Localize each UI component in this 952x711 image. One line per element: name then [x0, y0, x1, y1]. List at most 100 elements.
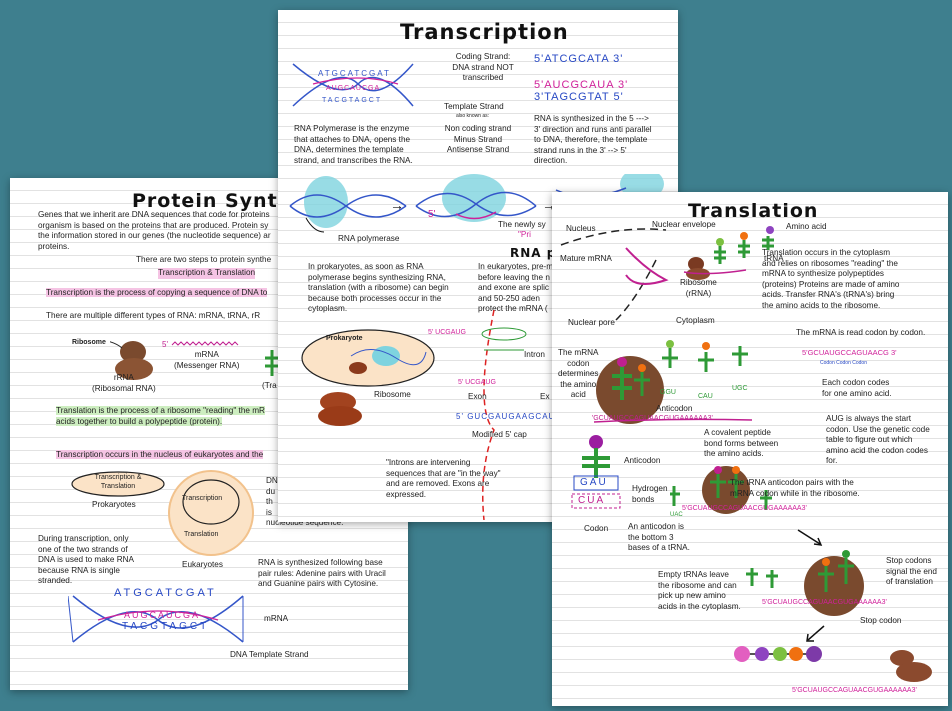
gau-label: GAU	[580, 477, 608, 488]
translation-page: Translation Nucleus Nuclear envelope Ami…	[552, 192, 948, 706]
codon-read-text: The mRNA is read codon by codon.	[796, 328, 926, 337]
newly-synth: The newly sy	[498, 220, 546, 229]
intron-loop	[481, 327, 527, 351]
seq-intron: 5' UCGAUG	[428, 329, 466, 336]
ribosome-drawing	[110, 341, 153, 380]
anticodon-label-2: Anticodon	[624, 456, 661, 465]
intron-label: Intron	[524, 350, 545, 359]
amino-acid-label: Amino acid	[786, 222, 827, 231]
dna-partial: DN du th is nucleotide sequence.	[266, 476, 344, 527]
coding-strand-label: Coding Strand: DNA strand NOT transcribe…	[452, 52, 514, 82]
euk-text-content: In eukaryotes, pre-m before leaving the …	[478, 262, 554, 313]
translation-def-text: Translation is the process of a ribosome…	[56, 406, 265, 426]
svg-text:TACGTAGCT: TACGTAGCT	[322, 97, 382, 104]
stop-text: Stop codons signal the end of translatio…	[886, 556, 937, 586]
cell-overview	[560, 226, 774, 321]
svg-text:5': 5'	[162, 340, 168, 349]
two-steps: There are two steps to protein synthe	[136, 255, 272, 264]
svg-text:ATGCATCGAT: ATGCATCGAT	[318, 69, 391, 78]
codon-labels: Codon Codon Codon	[820, 360, 867, 366]
nucleus-label: Nucleus	[566, 224, 596, 233]
anticodon-def: An anticodon is the bottom 3 bases of a …	[628, 522, 690, 552]
base-pair-text: RNA is synthesized following base pair r…	[258, 558, 386, 588]
coding-seq: 5'ATCGCATA 3'	[534, 53, 624, 65]
ggu-label: GGU	[660, 389, 676, 396]
pairs-text: The tRNA anticodon pairs with the mRNA c…	[730, 478, 860, 498]
circle-translation: Translation	[184, 531, 219, 538]
svg-text:→: →	[390, 197, 404, 213]
exon-label-2: Ex	[540, 392, 550, 401]
cap-label: Modified 5' cap	[472, 430, 527, 439]
dashed-split	[482, 310, 495, 520]
eukaryotes-label: Eukaryotes	[182, 560, 223, 569]
ribosome-translation-3	[746, 550, 864, 616]
trna-closeup	[571, 435, 621, 509]
ribosome-label: Ribosome	[72, 339, 106, 346]
hydrogen-label: Hydrogen bonds	[632, 484, 668, 504]
five-prime: 5'	[428, 209, 436, 220]
occurs-text: Translation occurs in the cytoplasm and …	[762, 248, 900, 310]
newly-synth-2: "Pri	[518, 230, 531, 239]
introns-note: "Introns are intervening sequences that …	[386, 458, 501, 499]
transcription-helix: ATGCATCGAT AUGCAUCGA TACGTAGCT	[292, 63, 414, 107]
circle-transcription: Transcription	[182, 495, 223, 502]
rna-seq: 5'AUCGCAUA 3'	[534, 79, 629, 91]
seq-exon: 5' UCGAUG	[458, 379, 496, 386]
codon-seq: 5'GCUAUGCCAGUAACG 3'	[802, 348, 897, 357]
stop-codon-label: Stop codon	[860, 616, 902, 625]
mature-mrna-label: Mature mRNA	[560, 254, 612, 263]
seq-a: 5'GCUAUGCCAGUAACGUGAAAAAA3'	[682, 505, 807, 512]
mrna-arrow-label: mRNA	[264, 614, 289, 623]
prok-text-content: In prokaryotes, as soon as RNA polymeras…	[308, 262, 449, 313]
transcription-title: Transcription	[400, 20, 569, 44]
transcription-where-text: Transcription occurs in the nucleus of e…	[56, 450, 264, 459]
template-strand-label: Template Strand	[444, 102, 504, 111]
polymerase-label: RNA polymerase	[338, 234, 400, 243]
prok-box-text: Transcription & Translation	[94, 474, 142, 490]
each-codon: Each codon codes for one amino acid.	[822, 378, 892, 398]
arrow-down-1	[797, 529, 823, 546]
trna-label: tRNA	[764, 254, 784, 263]
final-products	[734, 625, 932, 682]
dna-helix	[68, 595, 244, 643]
nuclear-envelope-label: Nuclear envelope	[652, 220, 716, 229]
also-known-as: also known as:	[456, 113, 490, 119]
rna-processing-title: RNA p	[510, 246, 557, 260]
ribosome-label-2: Ribosome	[374, 390, 411, 399]
codon-label: Codon	[584, 524, 609, 533]
ugc-label: UGC	[732, 385, 748, 392]
empty-trna-text: Empty tRNAs leave the ribosome and can p…	[658, 570, 741, 611]
prokaryotes-label: Prokaryotes	[92, 500, 136, 509]
prok-text: In prokaryotes, as soon as RNA polymeras…	[308, 262, 449, 315]
protein-intro: Genes that we inherit are DNA sequences …	[38, 210, 271, 251]
seq-c: 5'GCUAUGCCAGUAACGUGAAAAAA3'	[792, 687, 917, 694]
cau-label: CAU	[698, 393, 713, 400]
trna-drawing	[265, 350, 279, 376]
trna-partial: (Tra	[262, 381, 277, 390]
transcription-where: Transcription occurs in the nucleus of e…	[56, 450, 264, 461]
uac-label: UAC	[670, 512, 683, 518]
rna-types: There are multiple different types of RN…	[46, 311, 261, 320]
svg-text:5'GCUAUGCCAGUAACGUGAAAAAA3': 5'GCUAUGCCAGUAACGUGAAAAAA3'	[592, 415, 713, 422]
anticodon-label: Anticodon	[656, 404, 693, 413]
mrna-drawing: 5'	[162, 340, 239, 349]
ribosome-translation-2	[670, 466, 772, 514]
strand-top: ATGCATCGAT	[114, 587, 217, 599]
protein-title: Protein Synthe	[132, 190, 307, 212]
transcription-def: Transcription is the process of copying …	[46, 288, 268, 299]
cua-label: CUA	[578, 495, 606, 506]
prokaryote-cell	[301, 329, 435, 426]
seq-b: 5'GCUAUGCCAGUAACGUGAAAAAA3'	[762, 599, 887, 606]
translation-title: Translation	[688, 200, 819, 222]
strand-mid: AUGCAUCGA	[124, 610, 201, 620]
ribosome-translation-1: 5'GCUAUGCCAGUAACGUGAAAAAA3'	[592, 340, 753, 424]
aka-list: Non coding strand Minus Strand Antisense…	[444, 124, 512, 154]
template-seq: 3'TAGCGTAT 5'	[534, 91, 624, 103]
peptide-text: A covalent peptide bond forms between th…	[704, 428, 779, 458]
strand-bot: TACGTAGCT	[122, 621, 210, 632]
during-text: During transcription, only one of the tw…	[38, 534, 135, 585]
template-label: DNA Template Strand	[230, 650, 309, 659]
exon-label: Exon	[468, 392, 487, 401]
seq-cap: 5' GUCGAUGAAGCAU	[456, 412, 556, 421]
cytoplasm-label: Cytoplasm	[676, 316, 715, 325]
